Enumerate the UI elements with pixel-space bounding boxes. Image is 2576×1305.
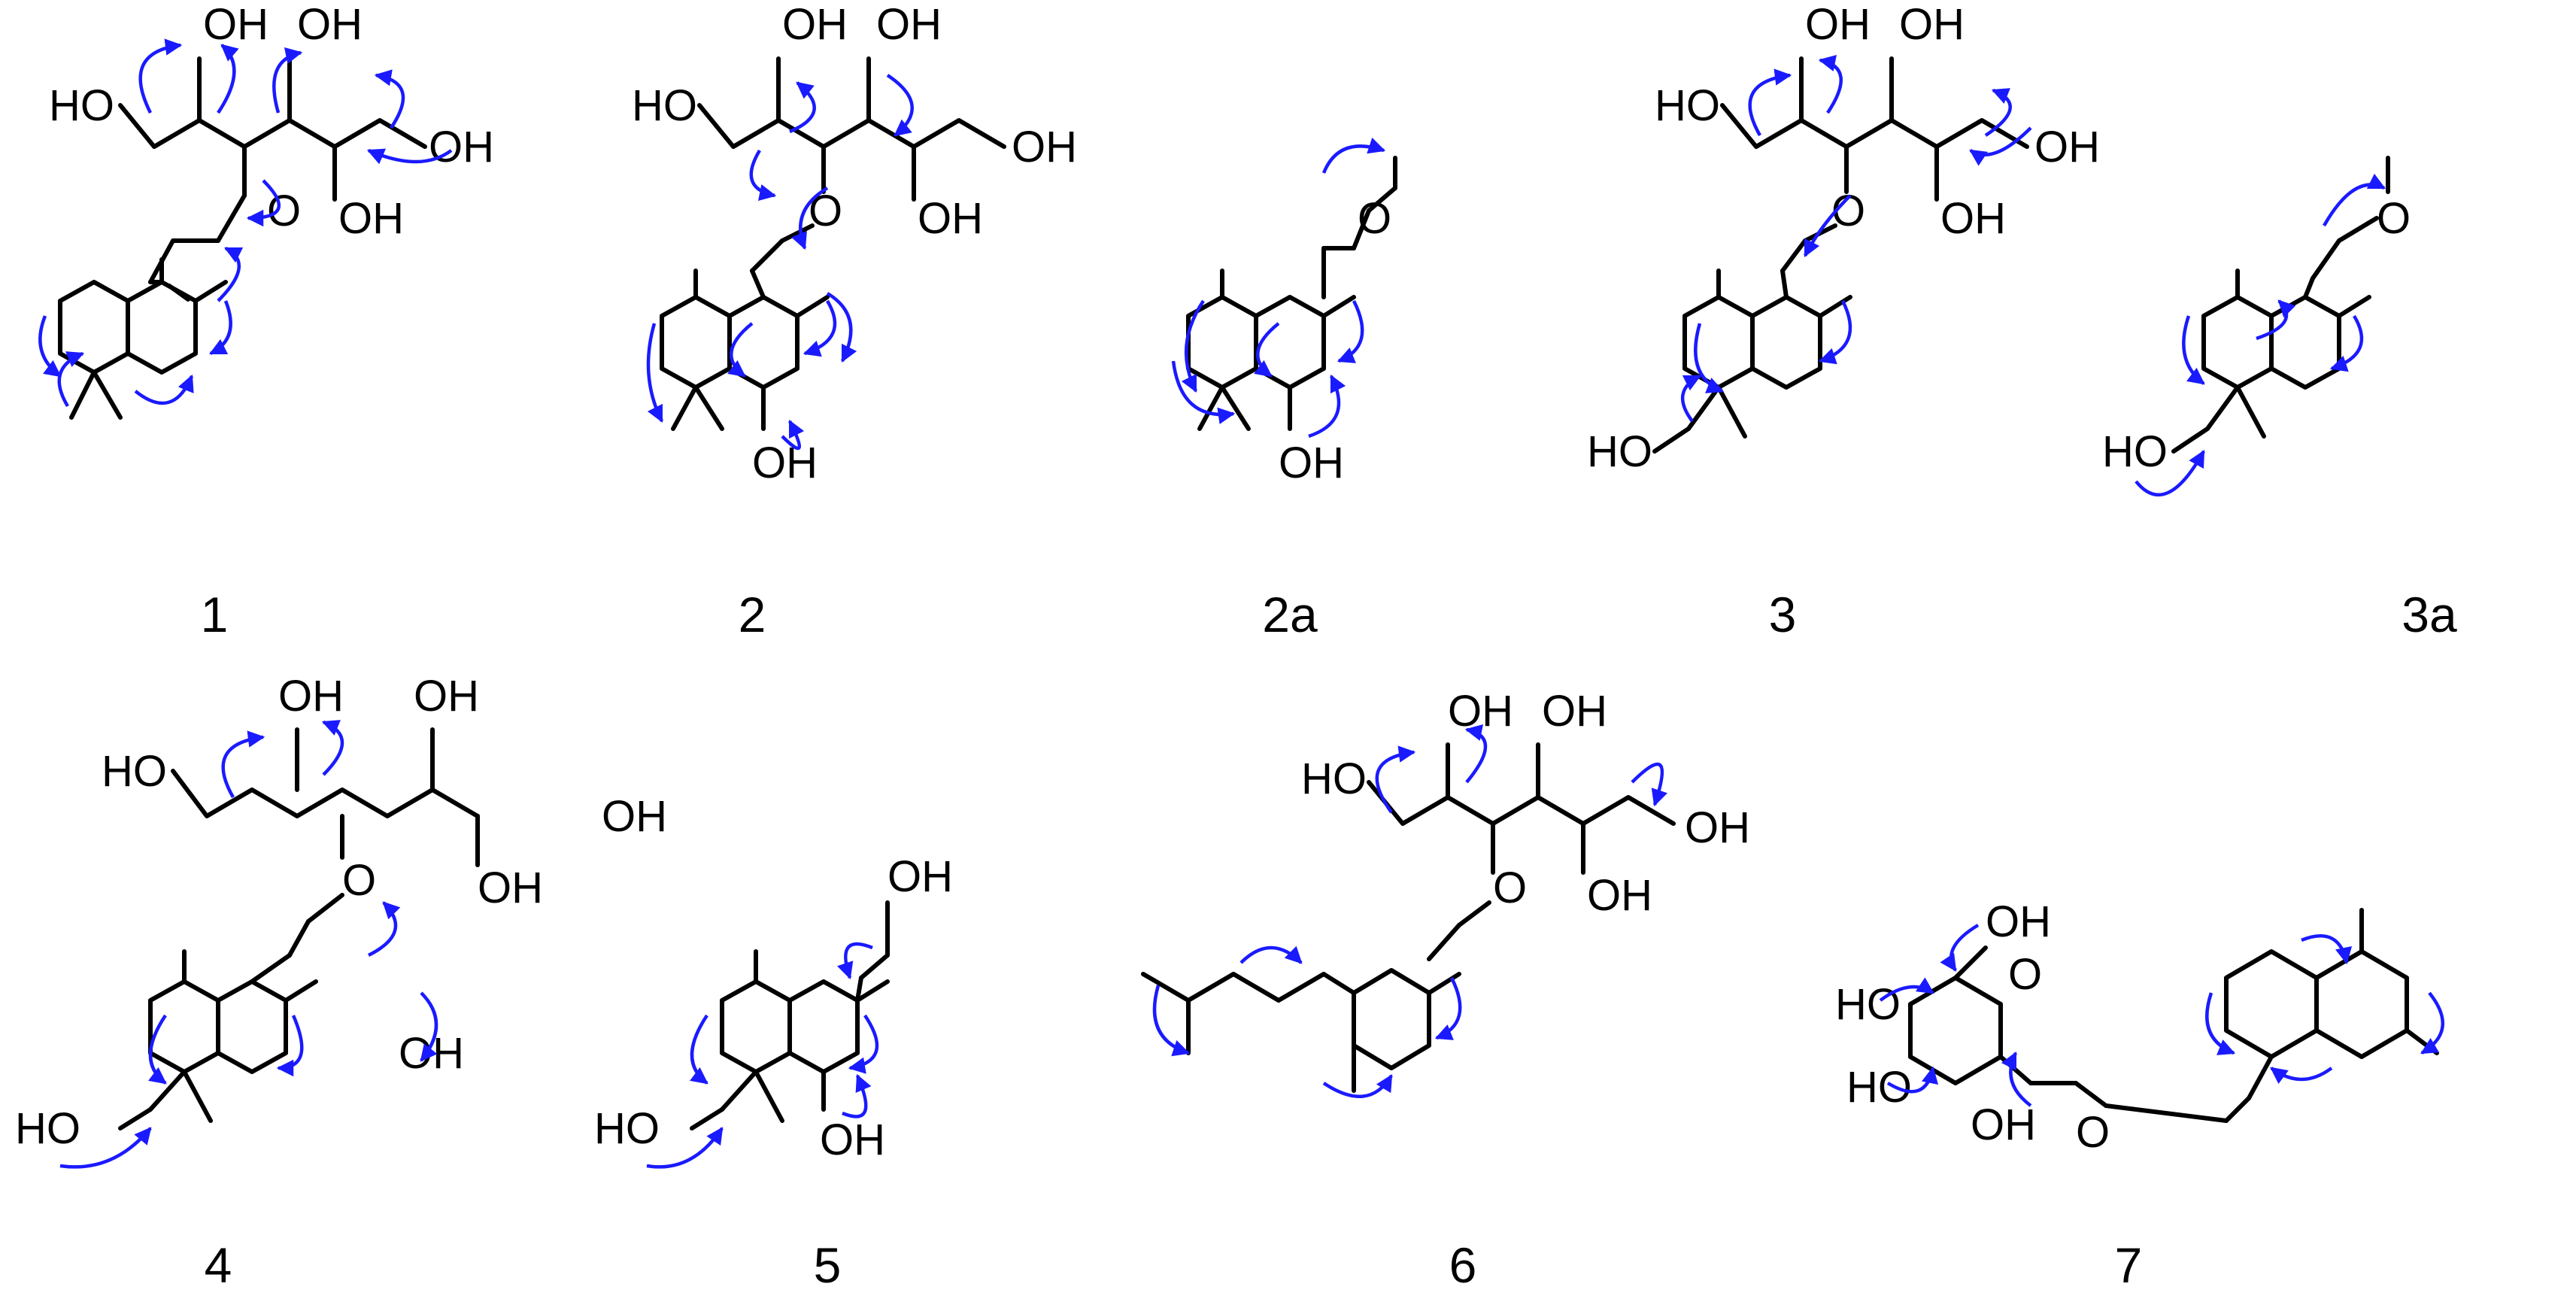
c3-ho: HO bbox=[1655, 81, 1720, 130]
c4-ho: HO bbox=[102, 747, 167, 796]
label-compound-1: 1 bbox=[201, 587, 229, 642]
label-compound-7: 7 bbox=[2115, 1237, 2143, 1293]
c4-oh-4: OH bbox=[478, 863, 543, 912]
label-compound-4: 4 bbox=[205, 1237, 232, 1293]
compound-3a: O HO 3a bbox=[2102, 156, 2457, 642]
c1-ho: HO bbox=[49, 81, 114, 130]
c6-oh-4: OH bbox=[1587, 871, 1652, 920]
c6-o: O bbox=[1493, 863, 1527, 912]
c5-ho: HO bbox=[594, 1104, 660, 1153]
label-compound-5: 5 bbox=[814, 1237, 842, 1293]
c4-o: O bbox=[342, 856, 376, 905]
c2-ho: HO bbox=[632, 81, 697, 130]
c2-oh-2: OH bbox=[876, 0, 942, 49]
c2-oh-1: OH bbox=[782, 0, 848, 49]
c3a-ho: HO bbox=[2102, 427, 2168, 476]
c7-oh-1: OH bbox=[1986, 897, 2051, 946]
c1-oh-1: OH bbox=[203, 0, 269, 49]
c2-oh-4: OH bbox=[918, 194, 983, 243]
compound-5: OH HO OH 5 bbox=[594, 852, 953, 1293]
c3a-o: O bbox=[2377, 194, 2411, 243]
c4-oh-1: OH bbox=[278, 672, 344, 721]
compound-3: OH OH HO OH OH O HO 3 bbox=[1587, 0, 2100, 642]
c3-oh-3: OH bbox=[2034, 123, 2100, 171]
c7-ho-2: HO bbox=[1846, 1063, 1912, 1112]
compound-1: OH OH HO OH OH O 1 bbox=[38, 0, 494, 642]
c3-oh-4: OH bbox=[1940, 194, 2006, 243]
c1-oh-4: OH bbox=[338, 194, 404, 243]
c2-o: O bbox=[809, 187, 842, 235]
compound-6: OH OH HO OH OH O 6 bbox=[1141, 687, 1750, 1293]
compound-2: OH OH HO OH OH O OH 2 bbox=[632, 0, 1077, 642]
c6-oh-2: OH bbox=[1542, 687, 1607, 736]
c7-o-link: O bbox=[2076, 1108, 2110, 1157]
c4-oh-2: OH bbox=[414, 672, 479, 721]
c3-oh-1: OH bbox=[1805, 0, 1871, 49]
c4-oh-3: OH bbox=[602, 792, 667, 841]
label-compound-3: 3 bbox=[1769, 587, 1797, 642]
c3-ho-2: HO bbox=[1587, 427, 1652, 476]
c4-ho-2: HO bbox=[15, 1104, 80, 1153]
compound-7: OH O HO HO OH O 7 bbox=[1835, 897, 2445, 1293]
c3-oh-2: OH bbox=[1899, 0, 1965, 49]
c2a-o: O bbox=[1358, 194, 1391, 243]
c7-oh-2: OH bbox=[1971, 1100, 2036, 1149]
c1-oh-3: OH bbox=[429, 123, 494, 171]
c1-oh-2: OH bbox=[297, 0, 363, 49]
label-compound-2: 2 bbox=[739, 587, 766, 642]
label-compound-3a: 3a bbox=[2402, 587, 2457, 642]
c2a-oh: OH bbox=[1279, 439, 1344, 487]
label-compound-6: 6 bbox=[1449, 1237, 1477, 1293]
c2-oh-3: OH bbox=[1012, 123, 1077, 171]
c6-oh-3: OH bbox=[1685, 803, 1750, 852]
label-compound-2a: 2a bbox=[1262, 587, 1318, 642]
c6-ho: HO bbox=[1301, 754, 1367, 803]
c7-ho-1: HO bbox=[1835, 980, 1901, 1029]
c5-oh-2: OH bbox=[820, 1115, 885, 1164]
c7-o-ring: O bbox=[2008, 950, 2042, 999]
c2-oh-5: OH bbox=[752, 439, 818, 487]
c5-oh-1: OH bbox=[887, 852, 953, 901]
compound-2a: O OH 2a bbox=[1171, 137, 1397, 642]
compound-4: OH OH HO OH OH O OH HO 4 bbox=[15, 672, 667, 1293]
c1-o: O bbox=[267, 187, 301, 235]
c4-oh-5: OH bbox=[399, 1029, 464, 1078]
c6-oh-1: OH bbox=[1448, 687, 1513, 736]
